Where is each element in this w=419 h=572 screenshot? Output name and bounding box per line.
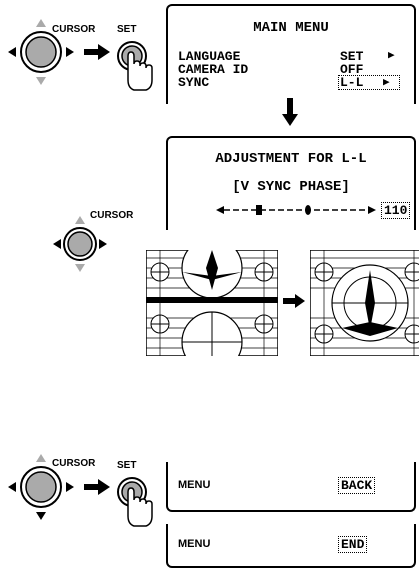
end-option[interactable]: END xyxy=(338,536,367,553)
back-screen-menu-label: MENU xyxy=(178,479,210,491)
cursor-label-1: CURSOR xyxy=(52,24,95,35)
test-pattern-before xyxy=(146,250,278,361)
back-menu-screen: MENU BACK xyxy=(166,462,416,512)
set-button-press-icon xyxy=(112,472,156,530)
cursor-dpad-icon xyxy=(45,214,115,274)
adjustment-title: ADJUSTMENT FOR L-L xyxy=(168,151,414,167)
end-screen-menu-label: MENU xyxy=(178,538,210,550)
down-arrow-icon xyxy=(282,98,298,131)
main-menu-title: MAIN MENU xyxy=(168,20,414,36)
set-button-press-icon xyxy=(112,36,156,94)
set-label-3: SET xyxy=(117,460,136,471)
adjustment-screen: ADJUSTMENT FOR L-L [V SYNC PHASE] 110 xyxy=(166,136,416,230)
right-arrow-icon xyxy=(84,44,110,65)
test-pattern-after xyxy=(310,250,419,361)
set-label-1: SET xyxy=(117,24,136,35)
set-button-3[interactable] xyxy=(112,472,156,530)
right-arrow-icon xyxy=(283,294,305,313)
main-menu-screen: MAIN MENU LANGUAGE SET ▶ CAMERA ID OFF S… xyxy=(166,4,416,104)
phase-value: 110 xyxy=(381,202,410,219)
back-option[interactable]: BACK xyxy=(338,477,375,494)
end-menu-screen: MENU END xyxy=(166,524,416,568)
cursor-pad-2[interactable] xyxy=(45,214,115,274)
phase-slider[interactable] xyxy=(216,203,376,217)
adjustment-subtitle: [V SYNC PHASE] xyxy=(168,179,414,195)
set-button-1[interactable] xyxy=(112,36,156,94)
cursor-label-3: CURSOR xyxy=(52,458,95,469)
menu-item-sync-arrow: ▶ xyxy=(383,77,390,90)
slider-track-icon xyxy=(216,203,376,217)
right-arrow-icon xyxy=(84,479,110,500)
menu-item-language-arrow: ▶ xyxy=(388,50,395,63)
menu-item-sync-value: L-L xyxy=(340,76,363,89)
menu-item-sync-label: SYNC xyxy=(178,76,209,89)
